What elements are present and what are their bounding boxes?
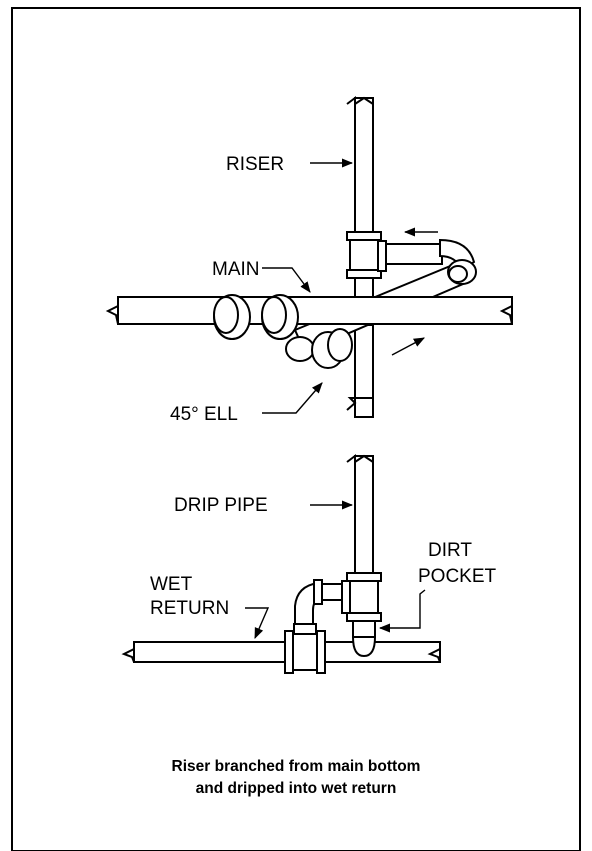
- drip-tee: [341, 572, 382, 622]
- leader-main: [262, 267, 311, 293]
- figure-border: [11, 7, 581, 851]
- label-riser: RISER: [226, 154, 284, 175]
- wet-return-tee: [284, 623, 326, 674]
- riser-tee: [346, 231, 387, 279]
- label-return: RETURN: [150, 598, 229, 619]
- caption-line-2: and dripped into wet return: [196, 780, 397, 797]
- bottom-assembly: DRIP PIPE DIRT POCKET WET RETURN: [121, 454, 497, 674]
- label-drip-pipe: DRIP PIPE: [174, 495, 268, 516]
- leader-wet-return: [245, 607, 270, 640]
- label-main: MAIN: [212, 259, 260, 280]
- wet-return-pipe: [121, 641, 441, 663]
- leader-dirt-pocket: [378, 589, 426, 633]
- dirt-pocket-cap: [351, 620, 377, 658]
- main-ell-fittings: [213, 294, 353, 369]
- label-45-ell: 45° ELL: [170, 404, 238, 425]
- label-wet: WET: [150, 574, 193, 595]
- leader-45-ell: [262, 382, 323, 414]
- main-pipe: [105, 296, 513, 325]
- tee-branch-pipe: [385, 243, 443, 265]
- label-dirt: DIRT: [428, 540, 472, 561]
- drip-pipe: [346, 454, 374, 576]
- label-pocket: POCKET: [418, 566, 497, 587]
- caption-line-1: Riser branched from main bottom: [172, 758, 421, 775]
- top-assembly: RISER MAIN 45° ELL: [105, 96, 513, 425]
- flow-arrow-diagonal: [391, 337, 425, 356]
- branch-elbow: [439, 238, 477, 285]
- return-elbow: [294, 579, 349, 625]
